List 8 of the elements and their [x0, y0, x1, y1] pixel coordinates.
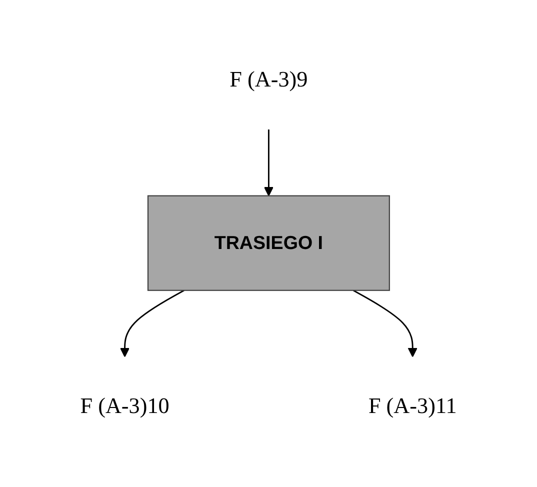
node-text: F (A-3)10 — [80, 394, 170, 420]
node-text: F (A-3)11 — [368, 394, 457, 420]
arrow — [352, 290, 418, 358]
arrow — [120, 290, 184, 358]
node-text: F (A-3)9 — [230, 68, 308, 92]
arrow — [264, 130, 274, 197]
flow-diagram: F (A-3)9 TRASIEGO I F (A-3)10 F (A-3)11 — [5, 21, 532, 466]
node-box — [147, 196, 390, 292]
